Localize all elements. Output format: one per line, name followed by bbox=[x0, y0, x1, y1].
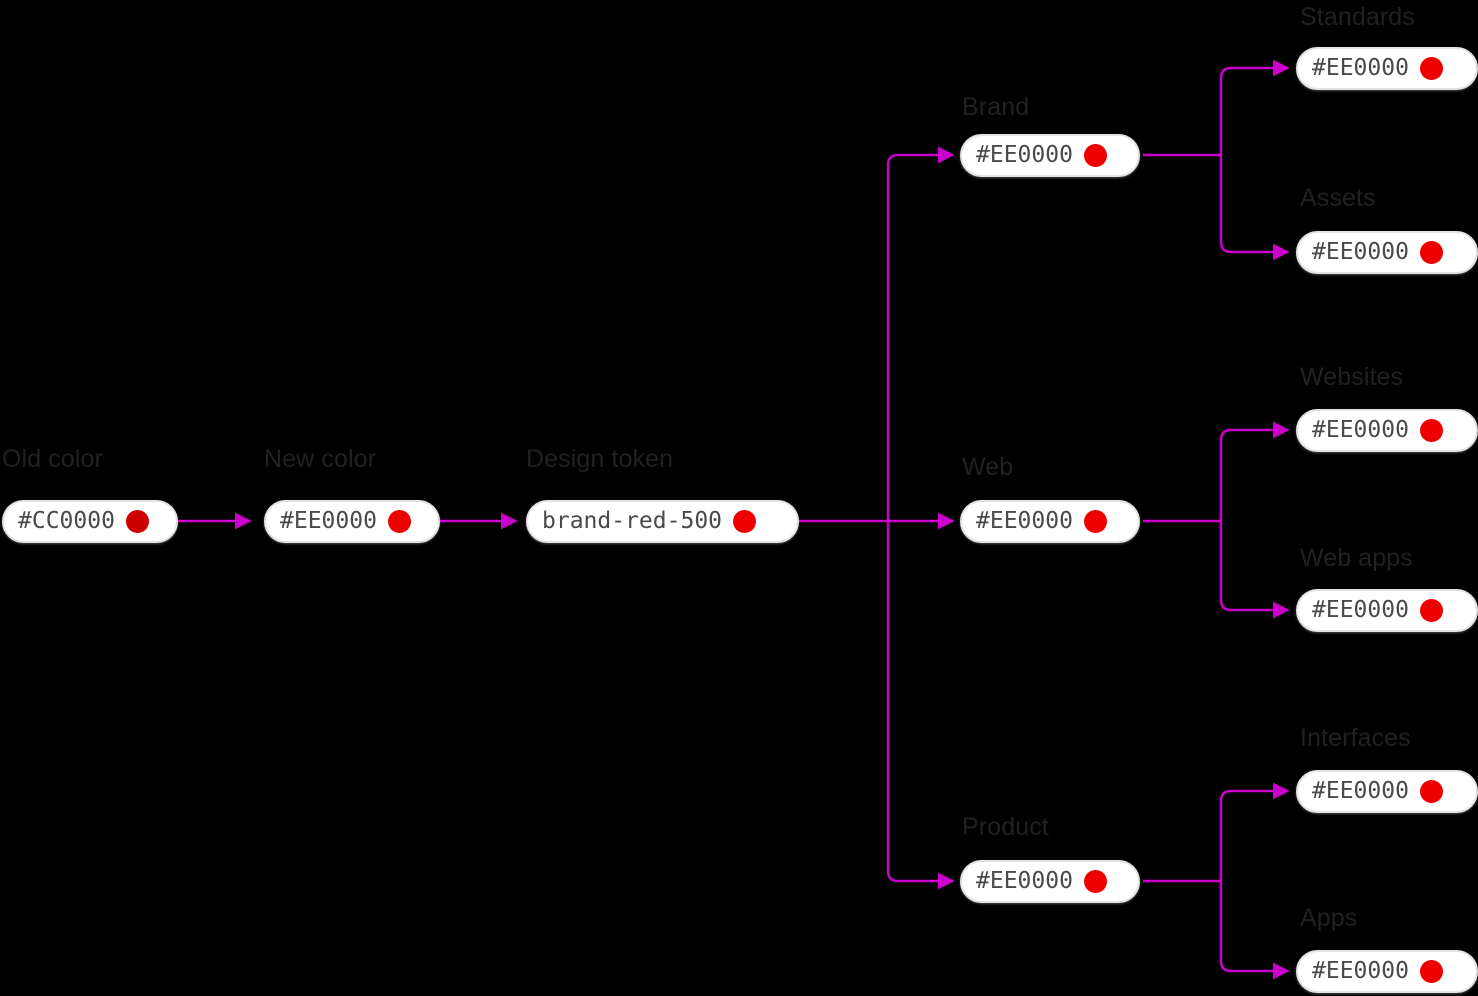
node-apps[interactable]: #EE0000 bbox=[1296, 950, 1478, 993]
node-interfaces-value: #EE0000 bbox=[1312, 778, 1409, 804]
color-swatch-icon bbox=[1083, 510, 1107, 533]
node-apps-value: #EE0000 bbox=[1312, 958, 1409, 984]
label-web: Web bbox=[962, 453, 1014, 481]
label-old-color: Old color bbox=[2, 445, 103, 473]
edge-web-to-webapps bbox=[1219, 521, 1290, 619]
color-swatch-icon bbox=[1419, 419, 1443, 442]
node-brand[interactable]: #EE0000 bbox=[960, 134, 1140, 177]
color-swatch-icon bbox=[1419, 780, 1443, 803]
node-product-value: #EE0000 bbox=[976, 868, 1073, 894]
node-old-color-value: #CC0000 bbox=[18, 508, 115, 534]
label-new-color: New color bbox=[264, 445, 377, 473]
node-web[interactable]: #EE0000 bbox=[960, 500, 1140, 543]
label-assets: Assets bbox=[1300, 184, 1376, 212]
node-design-token-value: brand-red-500 bbox=[542, 508, 723, 534]
label-standards: Standards bbox=[1300, 3, 1415, 31]
node-design-token[interactable]: brand-red-500 bbox=[526, 500, 799, 543]
label-design-token: Design token bbox=[526, 445, 674, 473]
node-assets[interactable]: #EE0000 bbox=[1296, 231, 1478, 274]
label-apps: Apps bbox=[1300, 904, 1358, 932]
label-brand: Brand bbox=[962, 93, 1030, 121]
edge-token-to-product bbox=[886, 521, 955, 890]
edge-token-to-brand bbox=[886, 146, 955, 521]
label-interfaces: Interfaces bbox=[1300, 724, 1411, 752]
color-swatch-icon bbox=[1419, 960, 1443, 983]
color-swatch-icon bbox=[1419, 599, 1443, 622]
node-interfaces[interactable]: #EE0000 bbox=[1296, 770, 1478, 813]
node-product[interactable]: #EE0000 bbox=[960, 860, 1140, 903]
label-web-apps: Web apps bbox=[1300, 544, 1413, 572]
edge-web-to-websites bbox=[1219, 421, 1290, 521]
edge-product-to-apps bbox=[1219, 881, 1290, 980]
node-old-color[interactable]: #CC0000 bbox=[2, 500, 178, 543]
node-websites-value: #EE0000 bbox=[1312, 417, 1409, 443]
node-web-value: #EE0000 bbox=[976, 508, 1073, 534]
color-swatch-icon bbox=[1419, 241, 1443, 264]
node-assets-value: #EE0000 bbox=[1312, 239, 1409, 265]
edge-brand-to-assets bbox=[1219, 155, 1290, 261]
node-web-apps-value: #EE0000 bbox=[1312, 597, 1409, 623]
node-websites[interactable]: #EE0000 bbox=[1296, 409, 1478, 452]
node-new-color[interactable]: #EE0000 bbox=[264, 500, 440, 543]
node-new-color-value: #EE0000 bbox=[280, 508, 377, 534]
node-web-apps[interactable]: #EE0000 bbox=[1296, 589, 1478, 632]
color-swatch-icon bbox=[733, 510, 757, 533]
edge-brand-to-standards bbox=[1219, 59, 1290, 155]
color-swatch-icon bbox=[1083, 870, 1107, 893]
label-product: Product bbox=[962, 813, 1049, 841]
edge-product-to-interfaces bbox=[1219, 782, 1290, 881]
node-standards[interactable]: #EE0000 bbox=[1296, 47, 1478, 90]
node-standards-value: #EE0000 bbox=[1312, 55, 1409, 81]
color-swatch-icon bbox=[125, 510, 149, 533]
color-swatch-icon bbox=[387, 510, 411, 533]
color-swatch-icon bbox=[1419, 57, 1443, 80]
color-swatch-icon bbox=[1083, 144, 1107, 167]
label-websites: Websites bbox=[1300, 363, 1404, 391]
node-brand-value: #EE0000 bbox=[976, 142, 1073, 168]
